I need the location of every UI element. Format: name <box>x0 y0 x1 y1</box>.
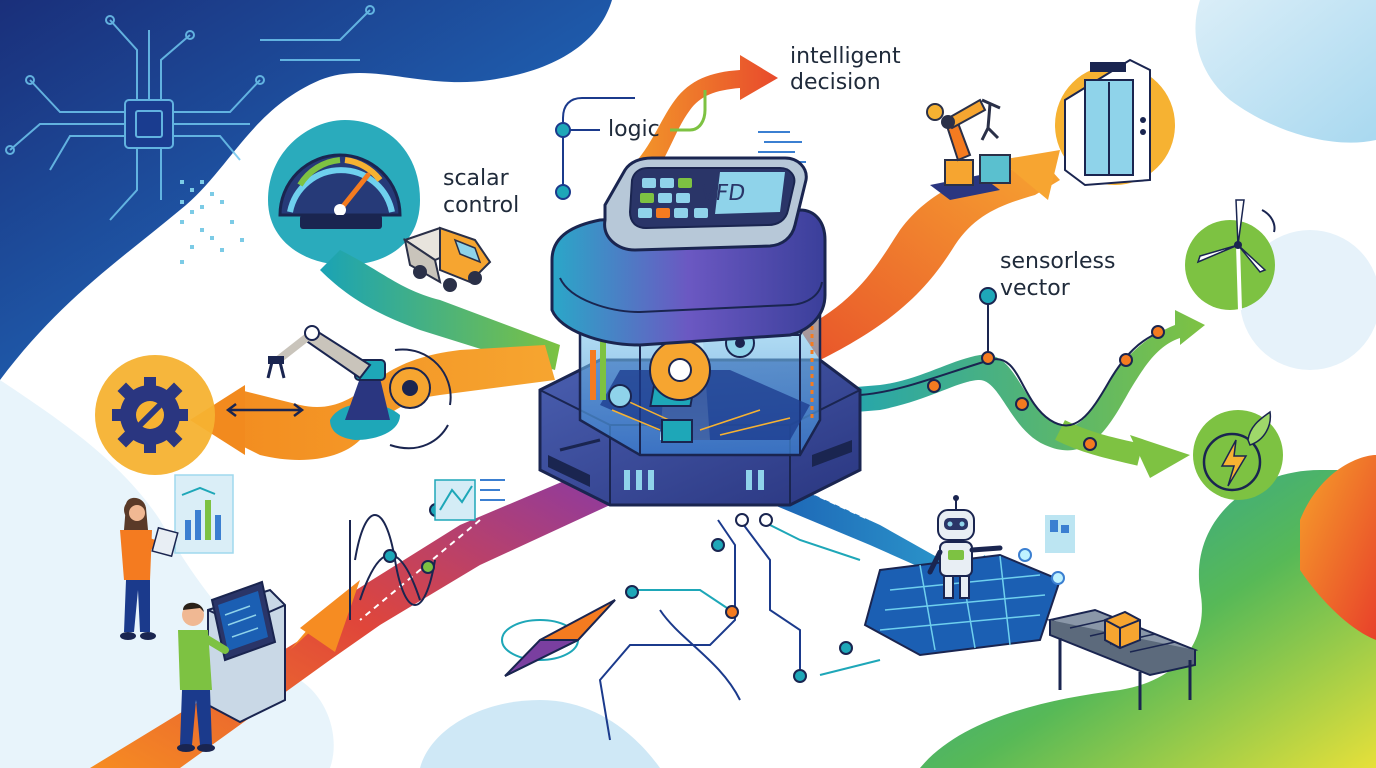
label-sensorless: sensorless <box>1000 249 1116 274</box>
robot-icon <box>927 495 1003 599</box>
bg-bottom-blue <box>420 700 660 768</box>
circuit-chip-icon <box>5 5 375 221</box>
logic-node-lower <box>555 184 571 200</box>
label-decision: decision <box>790 70 881 95</box>
bg-bottomright-blob <box>920 470 1376 768</box>
path-scalar-control <box>320 250 560 370</box>
path-sensorless-vector <box>820 310 1205 451</box>
path-intelligent-decision <box>800 158 1060 360</box>
arrowhead-green-lower <box>1130 435 1190 478</box>
speedometer-icon <box>268 120 420 265</box>
circuit-traces-bottom <box>598 519 881 741</box>
label-logic: logic <box>608 117 660 142</box>
bg-topright-blob <box>1195 0 1376 143</box>
arrowhead-left <box>190 385 245 455</box>
hologram-panel <box>1045 515 1075 553</box>
label-vector: vector <box>1000 276 1070 301</box>
robot-arm-left <box>266 325 400 440</box>
vector-nodes <box>927 325 1165 451</box>
vector-line <box>859 331 1161 427</box>
label-control: control <box>443 193 520 218</box>
vfd-device <box>538 156 862 507</box>
vfd-keypad <box>638 178 708 218</box>
bg-navy-blob <box>0 0 612 380</box>
dot-pattern-left <box>180 180 244 264</box>
elevator-icon <box>1055 58 1175 187</box>
arrowhead-up-right <box>1000 150 1060 200</box>
compass-icon <box>501 599 616 677</box>
circuit-nodes-bottom <box>625 513 853 683</box>
sensorless-node <box>979 287 997 305</box>
vfd-screen-text: VFD <box>699 180 747 206</box>
conveyor-box-icon <box>1046 608 1199 710</box>
gear-pair-icon <box>389 367 431 409</box>
truck-icon <box>402 226 492 292</box>
rotation-arrow-top <box>394 348 452 406</box>
logic-node <box>555 122 571 138</box>
arrow-intelligent <box>628 55 778 180</box>
wind-turbine-icon <box>1185 199 1276 311</box>
rotation-arrow-bottom <box>389 424 449 450</box>
dashed-line-green <box>469 299 521 326</box>
leaf-energy-icon <box>1193 410 1283 500</box>
robot-platform <box>863 553 1062 657</box>
label-scalar: scalar <box>443 166 509 191</box>
gear-wrench-icon <box>112 377 188 453</box>
robot-arm-icon <box>926 98 1011 200</box>
person-kiosk-icon <box>177 580 286 752</box>
person-tablet-icon <box>120 474 234 640</box>
label-intelligent: intelligent <box>790 44 901 69</box>
mini-chart-panel <box>434 479 505 521</box>
bg-orange-corner <box>1300 455 1376 640</box>
arrowhead-southwest <box>300 580 360 652</box>
logic-connector <box>562 97 635 192</box>
